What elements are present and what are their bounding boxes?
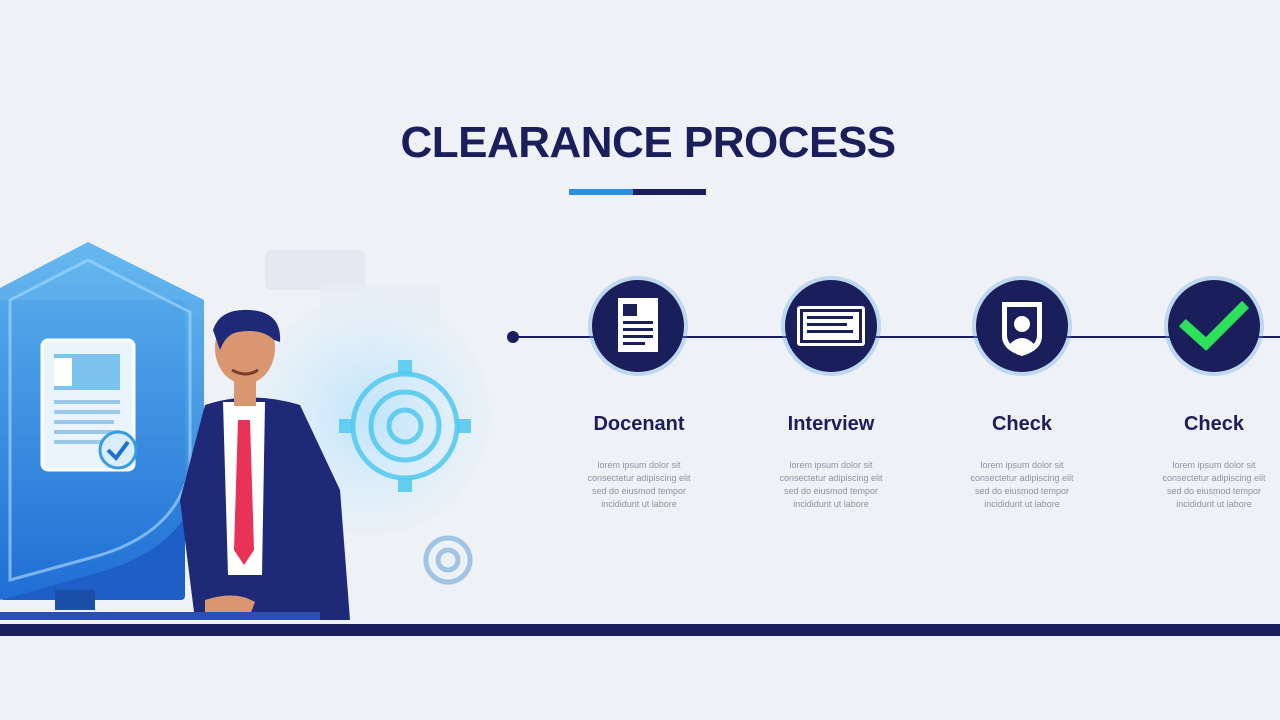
title-underline — [569, 189, 706, 195]
cloud-card — [265, 250, 365, 290]
step-1-icon — [592, 280, 684, 372]
businessman — [180, 309, 350, 620]
step-4-description: lorem ipsum dolor sit consectetur adipis… — [1162, 460, 1266, 509]
underline-navy — [633, 189, 706, 195]
badge-icon — [98, 430, 138, 470]
step-3-label: Check — [991, 413, 1053, 435]
timeline-start-dot — [507, 331, 519, 343]
step-2-description: lorem ipsum dolor sit consectetur adipis… — [779, 460, 883, 509]
document-icon — [618, 298, 658, 352]
security-illustration — [0, 242, 490, 620]
step-1-description: lorem ipsum dolor sit consectetur adipis… — [587, 460, 691, 509]
small-gear-icon — [423, 535, 473, 585]
step-2-icon — [785, 280, 877, 372]
step-1-label: Docenant — [593, 413, 685, 435]
timeline-line — [513, 336, 1280, 338]
monitor-stand — [55, 590, 95, 610]
step-2-label: Interview — [787, 413, 875, 435]
bottom-bar — [0, 624, 1280, 636]
necktie — [234, 420, 254, 565]
underline-accent — [569, 189, 633, 195]
page-title: CLEARANCE PROCESS — [400, 118, 896, 167]
cloud-card — [320, 285, 440, 325]
checkmark-icon — [1178, 300, 1250, 351]
step-3-icon — [976, 280, 1068, 372]
step-3-description: lorem ipsum dolor sit consectetur adipis… — [970, 460, 1074, 509]
step-4-label: Check — [1183, 413, 1245, 435]
id-card-icon — [797, 306, 865, 346]
user-shield-icon — [1002, 302, 1042, 356]
step-4-icon — [1168, 280, 1260, 372]
desk — [0, 612, 320, 620]
